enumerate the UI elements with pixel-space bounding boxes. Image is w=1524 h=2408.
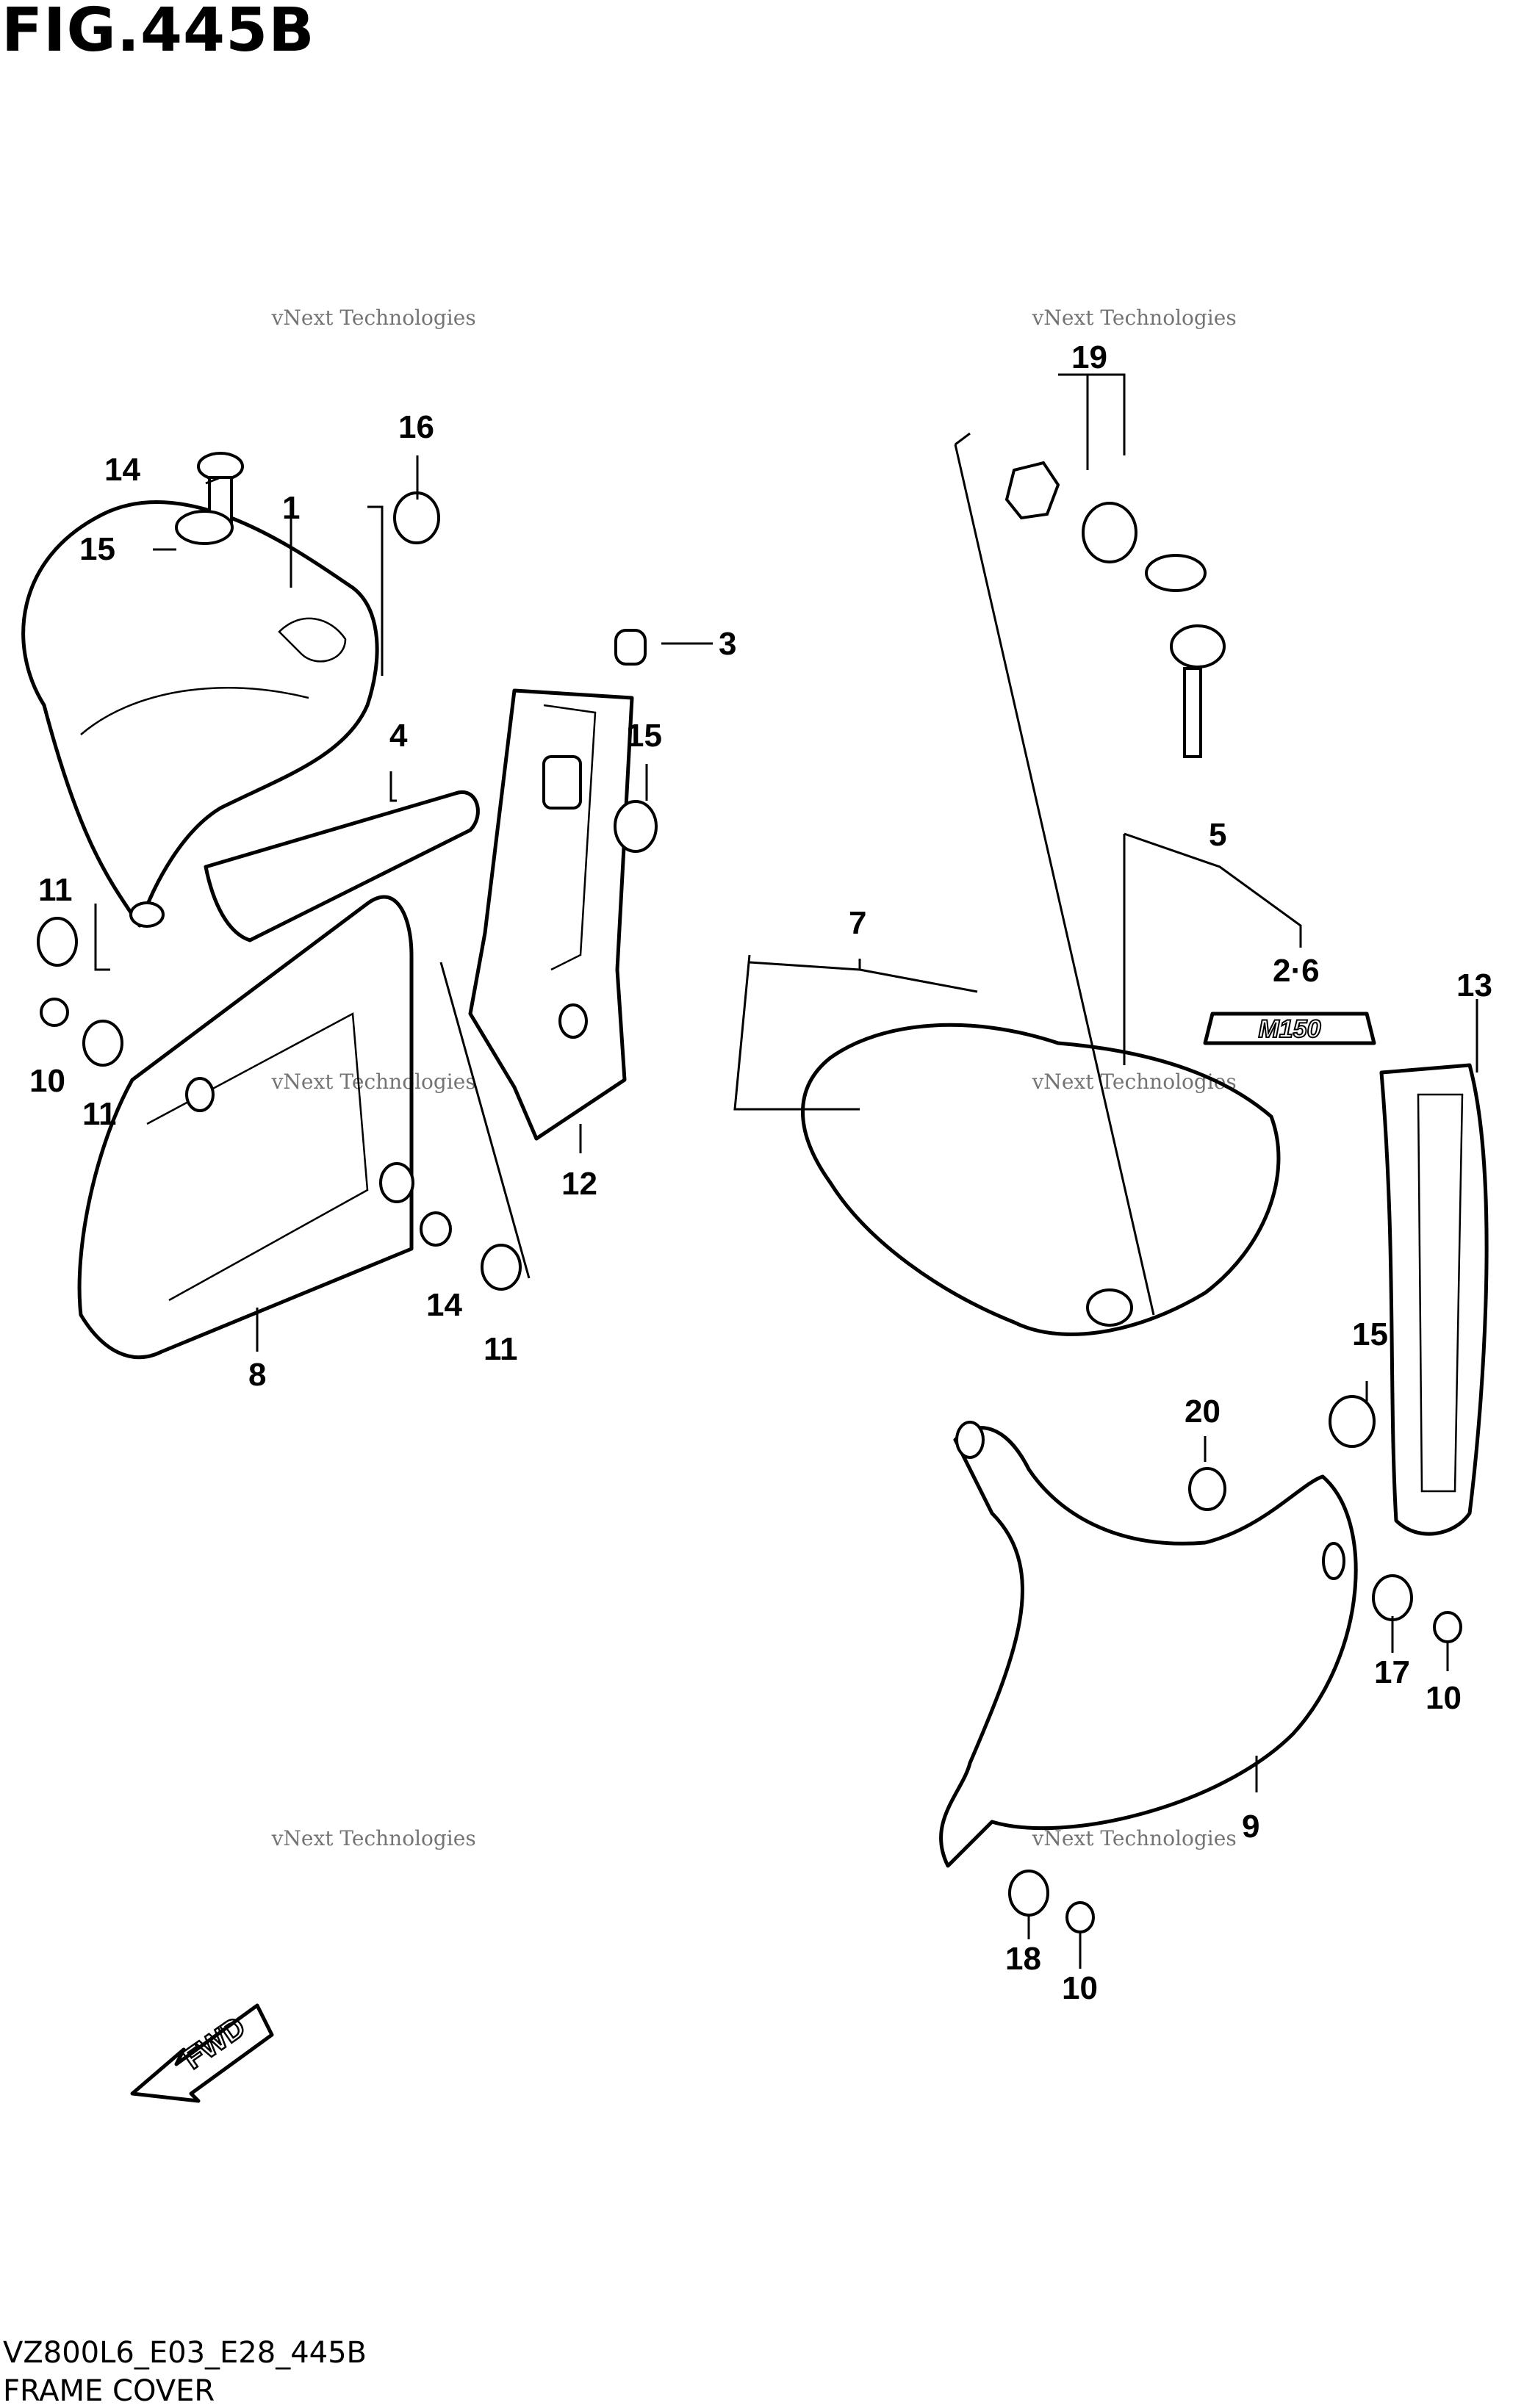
callout-16[interactable]: 16	[398, 409, 434, 445]
callout-9[interactable]: 9	[1242, 1809, 1260, 1845]
callout-1[interactable]: 1	[282, 490, 301, 526]
part-13-rail[interactable]	[1379, 1063, 1489, 1536]
callout-20[interactable]: 20	[1185, 1394, 1221, 1430]
callout-17[interactable]: 17	[1374, 1654, 1410, 1690]
callout-13[interactable]: 13	[1456, 967, 1492, 1003]
callout-8[interactable]: 8	[248, 1357, 267, 1393]
part-8-lower-cover[interactable]	[77, 895, 414, 1360]
callout-15b[interactable]: 15	[626, 718, 662, 754]
part-4-plate[interactable]	[204, 790, 480, 942]
emblem-text: M150	[1258, 1015, 1320, 1043]
part-7-right-cover[interactable]	[801, 1023, 1281, 1336]
hardware-pieces[interactable]	[37, 452, 1462, 1933]
callout-18[interactable]: 18	[1005, 1941, 1041, 1977]
callout-4[interactable]: 4	[389, 718, 408, 754]
callout-11c[interactable]: 11	[484, 1331, 518, 1367]
callout-12[interactable]: 12	[561, 1166, 597, 1202]
fwd-arrow: FWD	[130, 2003, 274, 2103]
callout-3[interactable]: 3	[719, 626, 737, 662]
part-9-lower-right-cover[interactable]	[939, 1421, 1358, 1868]
model-code: VZ800L6_E03_E28_445B	[3, 2336, 367, 2370]
callout-10a[interactable]: 10	[29, 1063, 65, 1099]
callout-10c[interactable]: 10	[1062, 1970, 1098, 2006]
figure-caption: FRAME COVER	[3, 2374, 215, 2408]
callout-15a[interactable]: 15	[79, 531, 115, 567]
callout-5[interactable]: 5	[1209, 817, 1227, 853]
part-12-bracket[interactable]	[468, 688, 634, 1141]
part-2-6-emblem[interactable]: M150	[1203, 1012, 1376, 1045]
callout-10b[interactable]: 10	[1426, 1680, 1462, 1716]
callout-14b[interactable]: 14	[426, 1287, 462, 1323]
leader-lines	[94, 373, 1478, 1969]
callout-7[interactable]: 7	[849, 905, 867, 941]
callout-11b[interactable]: 11	[82, 1096, 117, 1132]
callout-15c[interactable]: 15	[1352, 1316, 1388, 1352]
figure-title: FIG.445B	[1, 0, 315, 65]
callout-19[interactable]: 19	[1071, 339, 1107, 375]
part-1-front-cover[interactable]	[21, 500, 379, 928]
callout-14a[interactable]: 14	[104, 452, 140, 488]
part-19-lock-set[interactable]	[1004, 461, 1226, 758]
callout-2-6[interactable]: 2·6	[1273, 953, 1320, 989]
callout-11a[interactable]: 11	[38, 872, 73, 908]
